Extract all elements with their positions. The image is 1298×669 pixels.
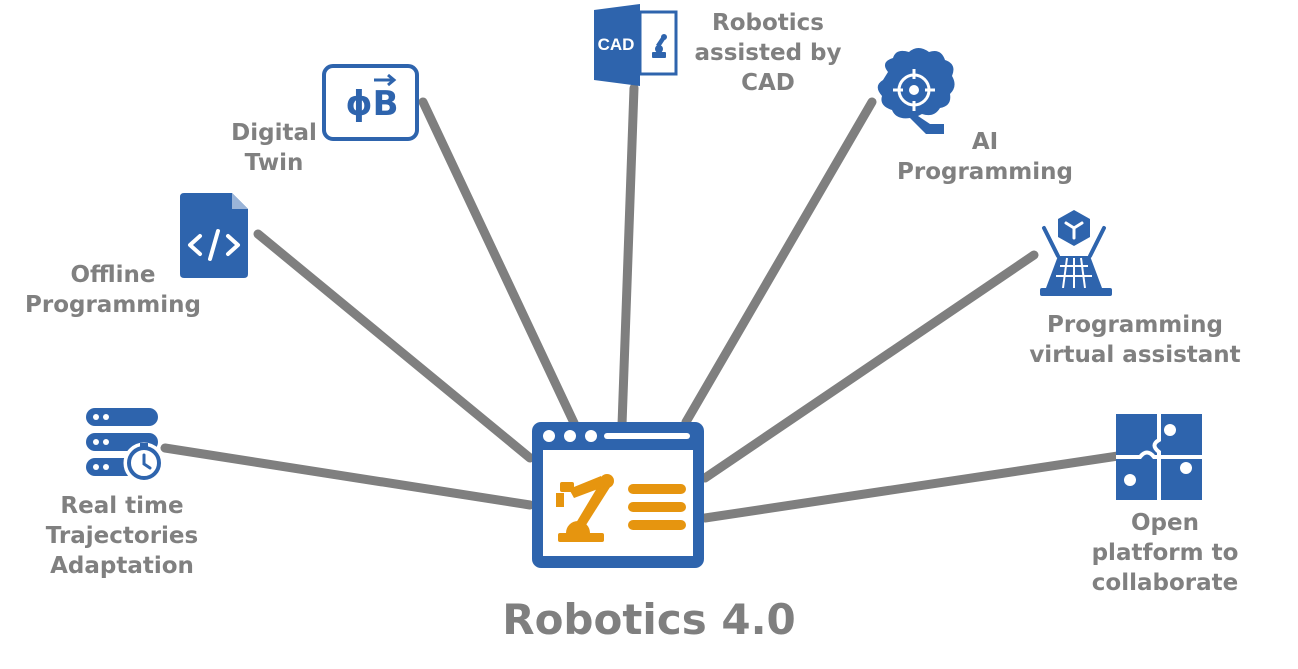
label-line: Programming: [1047, 312, 1223, 338]
label-digital-twin: Digital Twin: [214, 118, 334, 178]
label-line: Programming: [25, 292, 201, 318]
connectors: [160, 83, 1123, 523]
label-ai-programming: AI Programming: [880, 127, 1090, 187]
puzzle-icon: [1116, 414, 1202, 500]
label-line: Adaptation: [50, 553, 194, 579]
diagram-title: Robotics 4.0: [502, 595, 796, 644]
cad-document-icon: CAD: [594, 4, 678, 86]
connector-open-platform: [700, 451, 1123, 523]
label-offline-programming: Offline Programming: [10, 260, 216, 320]
label-line: CAD: [741, 70, 795, 96]
label-real-time-trajectories: Real time Trajectories Adaptation: [22, 491, 222, 581]
label-line: Twin: [244, 150, 304, 176]
connector-robotics-cad: [617, 83, 639, 430]
connector-real-time-trajectories: [160, 443, 535, 510]
label-open-platform: Open platform to collaborate: [1070, 508, 1260, 598]
label-line: Digital: [231, 120, 317, 146]
label-robotics-cad: Robotics assisted by CAD: [682, 8, 854, 98]
label-line: collaborate: [1091, 570, 1239, 596]
digital-twin-icon: ϕB: [322, 64, 419, 141]
server-clock-icon: [86, 408, 165, 484]
label-line: Programming: [897, 159, 1073, 185]
label-line: platform to: [1091, 540, 1239, 566]
label-line: Offline: [70, 262, 156, 288]
label-programming-virtual-assistant: Programming virtual assistant: [1010, 310, 1260, 370]
label-line: AI: [971, 129, 999, 155]
robot-arm-window-icon: [532, 422, 704, 568]
connector-digital-twin: [418, 97, 580, 430]
connector-programming-virtual-assistant: [700, 250, 1039, 483]
label-line: Open: [1131, 510, 1199, 536]
hologram-projector-icon: [1040, 210, 1112, 296]
label-line: Robotics: [712, 10, 824, 36]
code-file-icon: [180, 193, 248, 278]
connector-offline-programming: [253, 229, 535, 463]
cad-badge: CAD: [598, 35, 635, 54]
connector-ai-programming: [681, 97, 877, 427]
label-line: Real time: [60, 493, 184, 519]
svg-text:ϕB: ϕB: [346, 84, 399, 124]
brain-target-icon: [877, 48, 955, 134]
label-line: virtual assistant: [1029, 342, 1241, 368]
label-line: Trajectories: [45, 523, 199, 549]
label-line: assisted by: [694, 40, 842, 66]
